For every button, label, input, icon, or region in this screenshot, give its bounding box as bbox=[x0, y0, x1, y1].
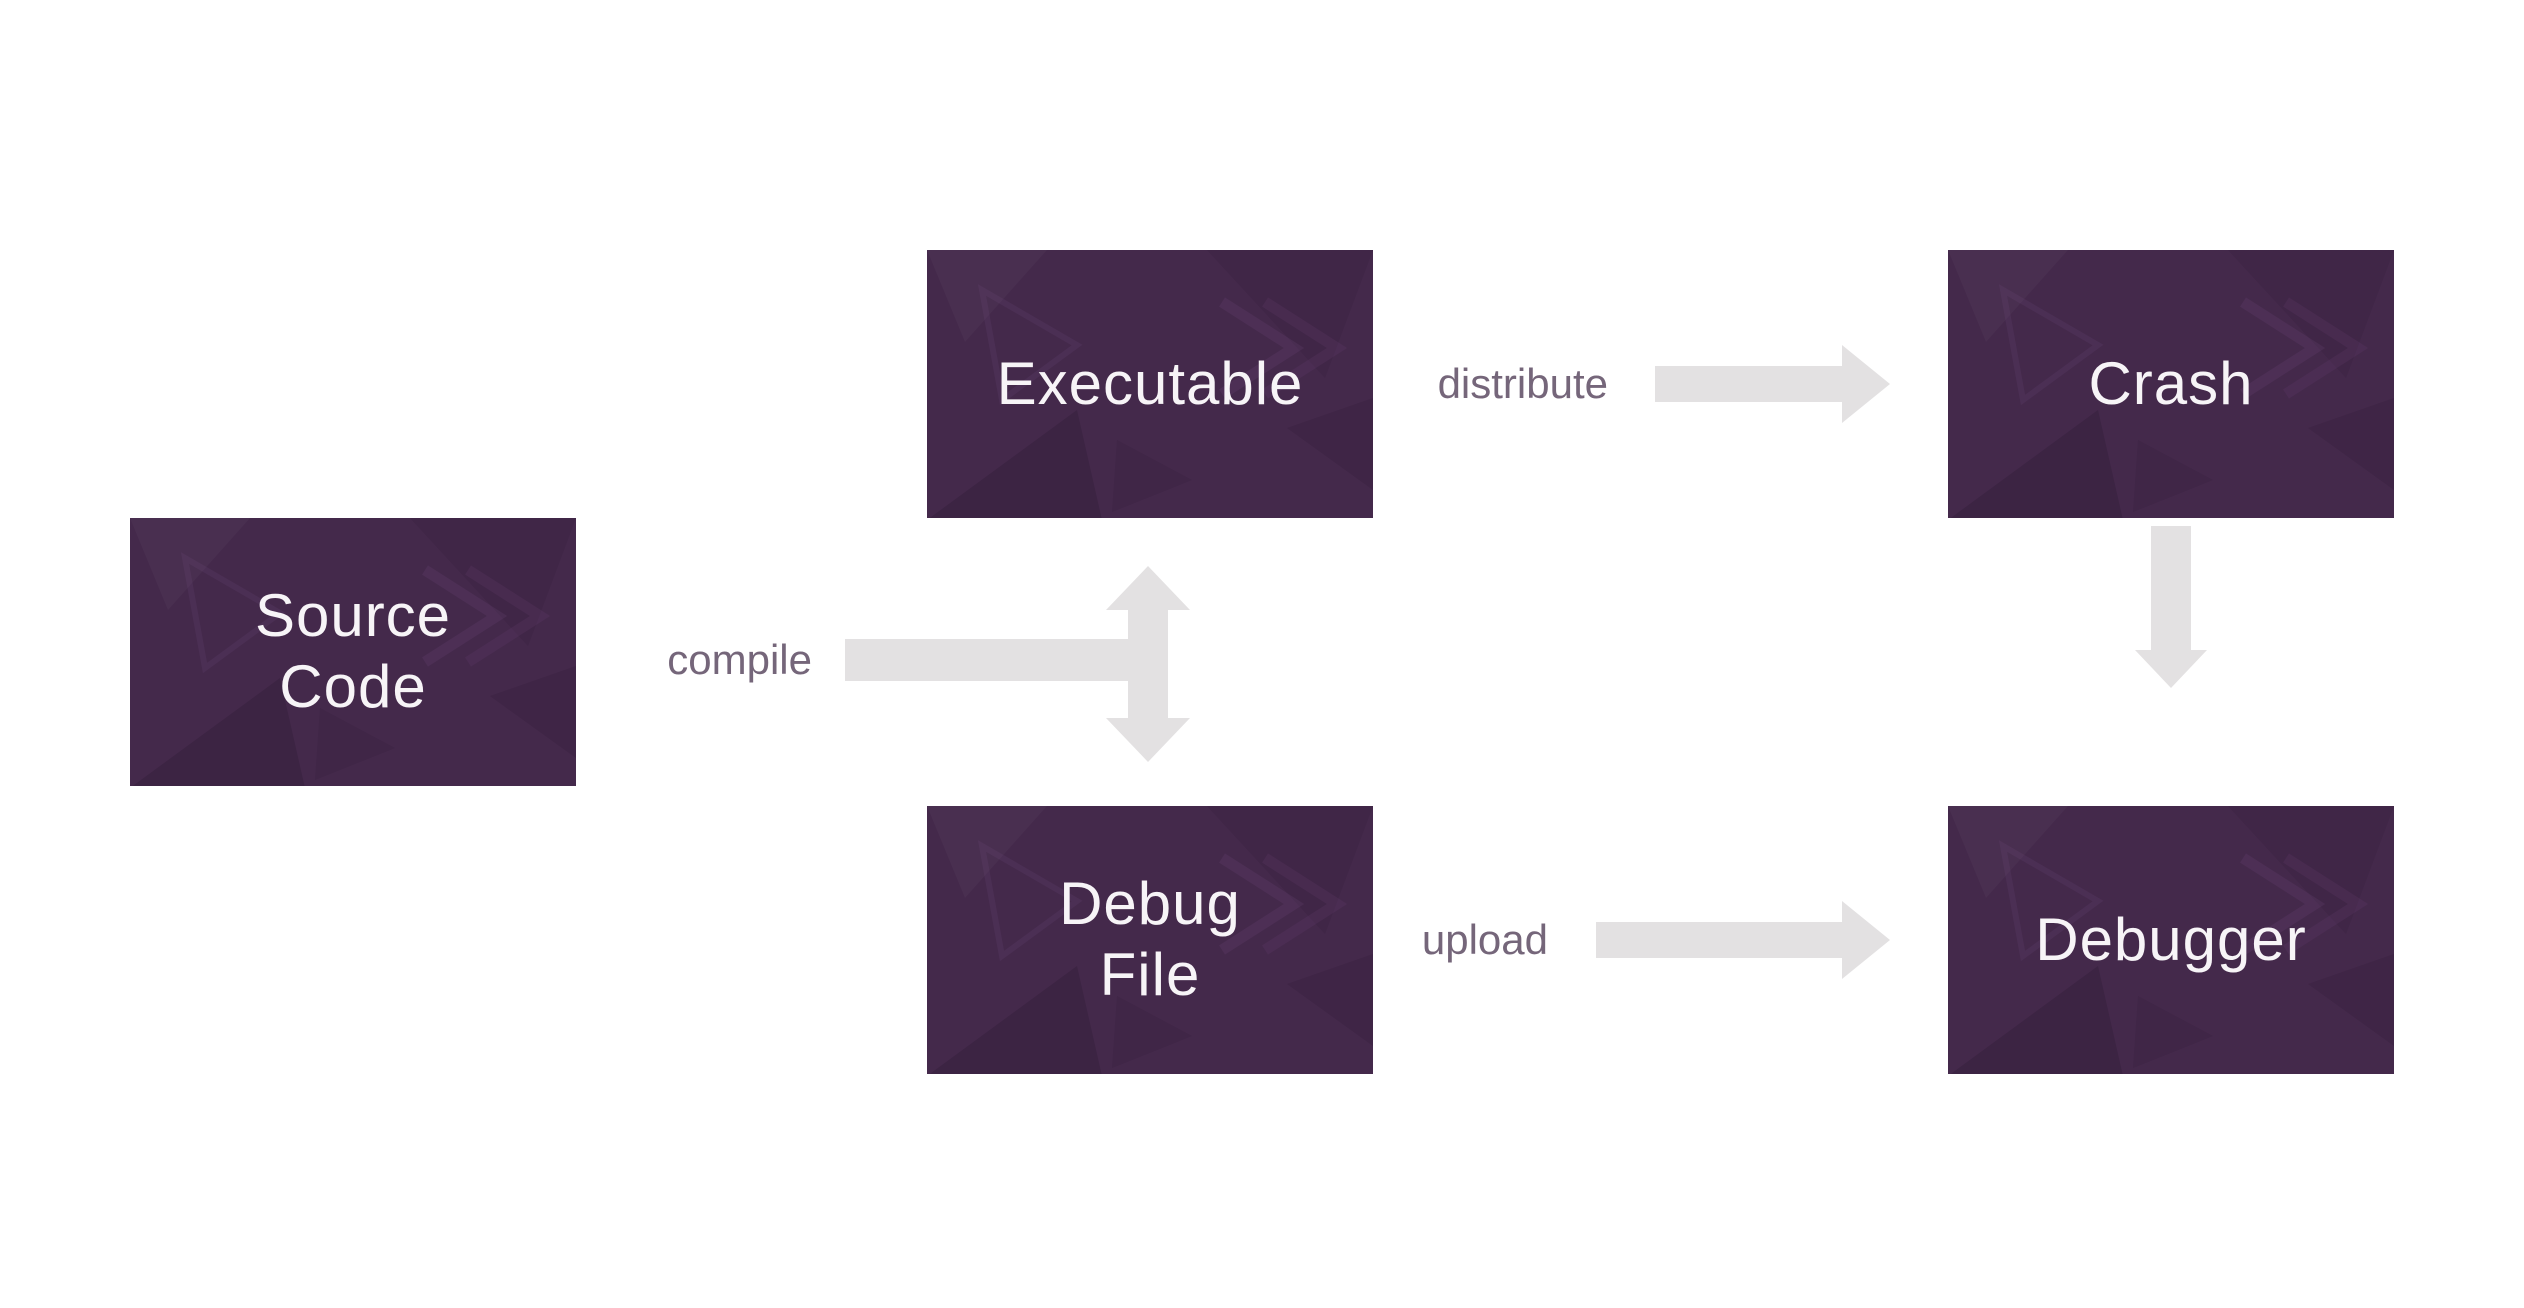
crash-to-debugger-arrow bbox=[2135, 526, 2207, 688]
edge-label-distribute: distribute bbox=[1437, 360, 1608, 407]
node-source-code: Source Code bbox=[130, 518, 576, 786]
compile-arrow-shaft bbox=[845, 639, 1148, 681]
node-executable: Executable bbox=[927, 250, 1373, 518]
distribute-arrow bbox=[1655, 345, 1890, 423]
node-label: Debugger bbox=[2035, 905, 2307, 973]
node-label: Crash bbox=[2088, 349, 2254, 417]
node-label: Debug File bbox=[1059, 870, 1241, 1008]
node-debug-file: Debug File bbox=[927, 806, 1373, 1074]
node-debugger: Debugger bbox=[1948, 806, 2394, 1074]
compile-double-arrow bbox=[1106, 566, 1190, 762]
node-crash: Crash bbox=[1948, 250, 2394, 518]
edge-label-compile: compile bbox=[667, 636, 812, 683]
node-label: Source Code bbox=[254, 582, 452, 720]
node-label: Executable bbox=[996, 349, 1304, 417]
upload-arrow bbox=[1596, 901, 1890, 979]
edge-label-upload: upload bbox=[1421, 916, 1548, 963]
